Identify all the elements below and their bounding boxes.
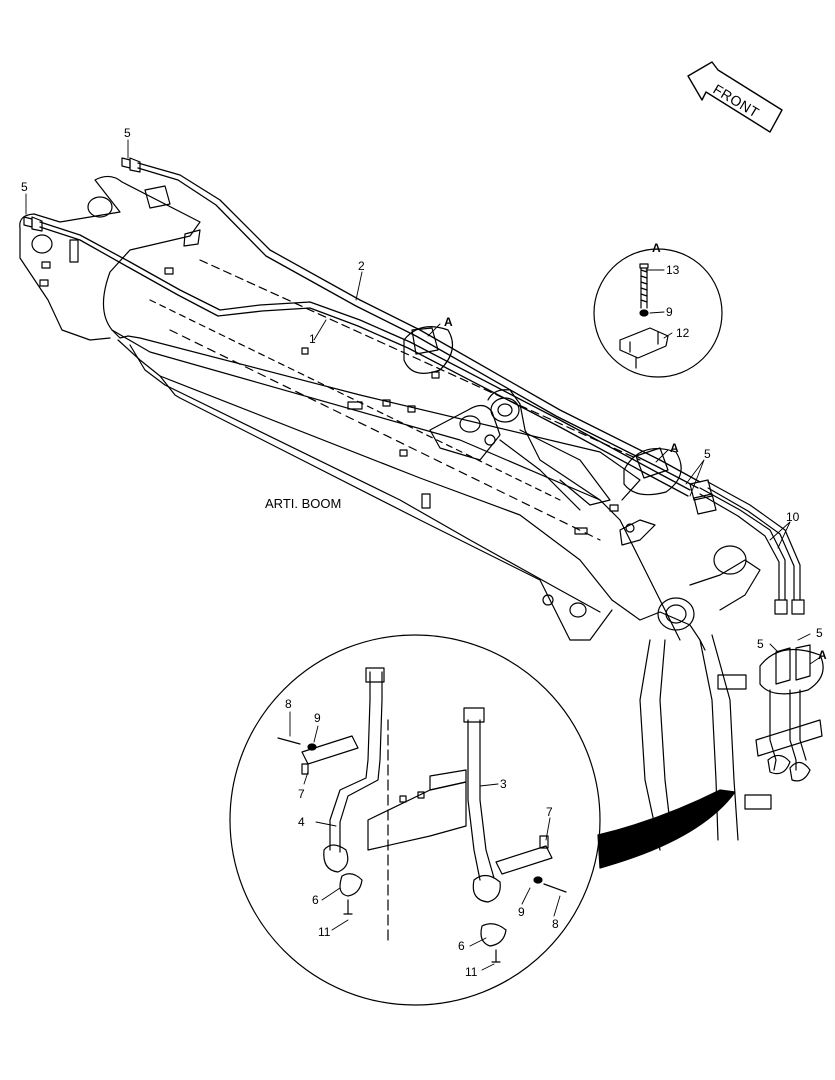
callout-4: 4 [298,815,305,829]
callout-5-lower-right: 5 [816,626,823,640]
lower-clamp-stack [755,644,824,782]
callout-9-right: 9 [518,905,525,919]
callout-11-left: 11 [318,925,331,939]
detail-view-label: A [652,241,661,255]
callout-1: 1 [309,332,316,346]
callout-13: 13 [666,263,680,277]
callout-9-detail-a: 9 [666,305,673,319]
boom-structure [19,175,772,851]
hose-pipes-1-2 [23,157,701,497]
callout-12: 12 [676,326,690,340]
callout-2: 2 [358,259,365,273]
detail-pointer-wedge [597,789,736,869]
front-arrow-icon [687,61,783,133]
front-label: FRONT [710,81,762,121]
callout-5-left: 5 [21,180,28,194]
ref-marker-a-lower: A [818,648,827,662]
callout-6-right: 6 [458,939,465,953]
callout-7-right: 7 [546,805,553,819]
callout-leaders [25,139,823,971]
callout-5-top: 5 [124,126,131,140]
ref-marker-a-right: A [670,441,679,455]
callout-5-right: 5 [704,447,711,461]
diagram-title: ARTI. BOOM [265,496,341,511]
detail-large-view [229,634,601,1006]
callout-11-right: 11 [465,965,478,979]
callout-10: 10 [786,510,800,524]
detail-a-view [593,248,723,378]
callout-6-left: 6 [312,893,319,907]
callout-8-right: 8 [552,917,559,931]
callout-3: 3 [500,777,507,791]
callout-9-left: 9 [314,711,321,725]
ref-marker-a-mid: A [444,315,453,329]
callout-8-left: 8 [285,697,292,711]
diagram-labels: ARTI. BOOM FRONT A 5 5 2 1 A A 5 10 5 5 … [21,81,827,979]
callout-7-left: 7 [298,787,305,801]
hose-assembly-10 [689,479,805,615]
callout-5-lower-left: 5 [757,637,764,651]
